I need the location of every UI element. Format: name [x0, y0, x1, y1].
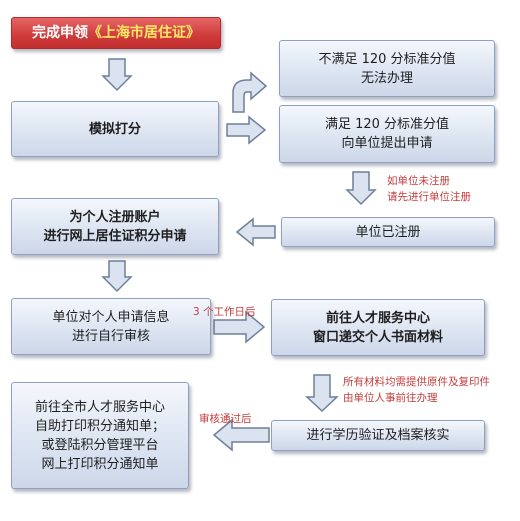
meet-box: 满足 120 分标准分值 向单位提出申请: [279, 105, 495, 163]
title-prefix: 完成申领: [32, 24, 88, 41]
note-unregistered: 如单位未注册 请先进行单位注册: [387, 173, 471, 205]
arrow-curved-scoring-to-not-meet: [232, 71, 268, 113]
registered-label: 单位已注册: [355, 224, 421, 240]
not-meet-line-1: 不满足 120 分标准分值: [318, 51, 456, 67]
talent-center-line-2: 窗口递交个人书面材料: [312, 329, 443, 345]
title-box: 完成申领《上海市居住证》: [11, 17, 221, 49]
arrow-down-account-to-review: [101, 260, 133, 293]
note-unregistered-line-1: 如单位未注册: [387, 175, 450, 187]
note-workdays-text: 3 个工作日后: [193, 306, 256, 318]
note-materials: 所有材料均需提供原件及复印件 由单位人事前往办理: [343, 374, 490, 406]
print-notice-line-3: 或登陆积分管理平台: [41, 437, 159, 453]
title-doc: 《上海市居住证》: [88, 24, 200, 41]
talent-center-line-1: 前往人才服务中心: [325, 310, 430, 326]
unit-review-line-2: 进行自行审核: [71, 328, 150, 344]
note-review-passed-text: 审核通过后: [199, 413, 252, 425]
note-unregistered-line-2: 请先进行单位注册: [387, 191, 471, 203]
print-notice-line-2: 自助打印积分通知单；: [34, 418, 165, 434]
print-notice-line-4: 网上打印积分通知单: [41, 456, 159, 472]
arrow-down-title-to-scoring: [101, 58, 133, 92]
not-meet-box: 不满足 120 分标准分值 无法办理: [279, 40, 495, 97]
not-meet-line-2: 无法办理: [360, 70, 413, 86]
note-review-passed: 审核通过后: [199, 411, 252, 427]
note-materials-line-1: 所有材料均需提供原件及复印件: [343, 376, 490, 388]
arrow-down-center-to-verify: [305, 374, 339, 413]
arrow-down-meet-to-registered: [345, 171, 377, 206]
talent-center-box: 前往人才服务中心 窗口递交个人书面材料: [271, 299, 485, 356]
meet-line-1: 满足 120 分标准分值: [324, 117, 450, 132]
unit-review-box: 单位对个人申请信息 进行自行审核: [11, 298, 211, 355]
verify-box: 进行学历验证及档案核实: [271, 420, 485, 451]
scoring-label: 模拟打分: [88, 121, 141, 137]
arrow-right-scoring-to-meet: [226, 115, 267, 145]
register-account-line-1: 为个人注册账户: [69, 209, 161, 225]
registered-box: 单位已注册: [281, 217, 495, 247]
note-materials-line-2: 由单位人事前往办理: [343, 392, 438, 404]
verify-label: 进行学历验证及档案核实: [306, 428, 450, 443]
arrow-left-registered-to-account: [235, 217, 276, 247]
arrow-right-review-to-center: [213, 310, 266, 344]
print-notice-line-1: 前往全市人才服务中心: [34, 399, 165, 415]
register-account-box: 为个人注册账户 进行网上居住证积分申请: [11, 198, 219, 255]
scoring-box: 模拟打分: [11, 101, 219, 157]
note-workdays: 3 个工作日后: [193, 304, 256, 320]
register-account-line-2: 进行网上居住证积分申请: [43, 228, 187, 244]
unit-review-line-1: 单位对个人申请信息: [52, 309, 170, 325]
arrow-left-verify-to-print: [212, 418, 270, 452]
print-notice-box: 前往全市人才服务中心 自助打印积分通知单； 或登陆积分管理平台 网上打印积分通知…: [11, 382, 189, 489]
meet-line-2: 向单位提出申请: [341, 136, 433, 151]
